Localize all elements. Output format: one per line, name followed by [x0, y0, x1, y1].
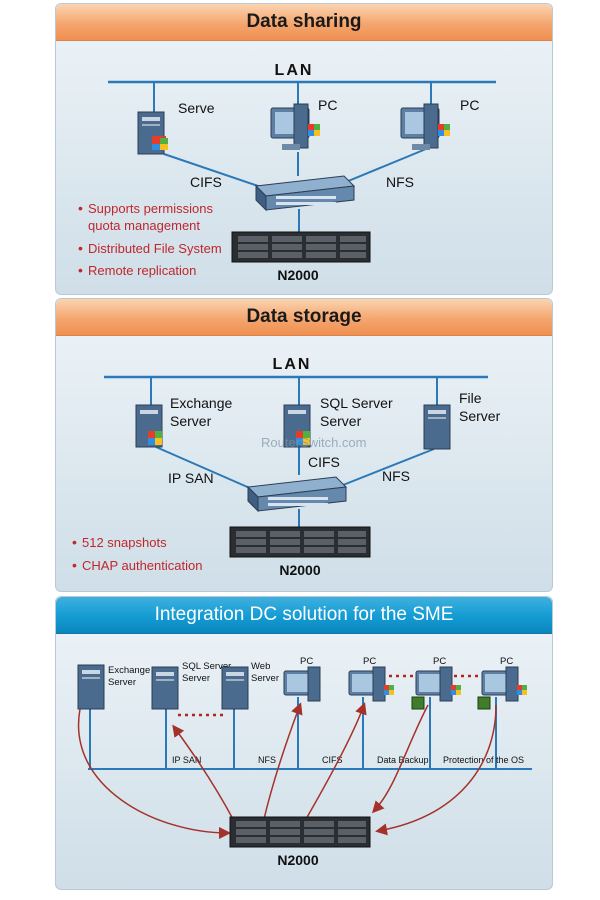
svg-text:•: • — [72, 557, 77, 573]
switch-icon — [246, 476, 348, 513]
storage-array-icon — [229, 526, 371, 558]
flow-arrow — [375, 704, 497, 836]
flow-arrow — [305, 702, 367, 820]
pc2-label: PC — [460, 97, 479, 113]
watermark: RouterSwitch.com — [261, 435, 366, 450]
svg-text:•: • — [78, 200, 83, 216]
nfs-label: NFS — [258, 755, 276, 765]
feature-item: Remote replication — [88, 263, 196, 278]
cifs-label: CIFS — [190, 174, 222, 190]
feature-item: 512 snapshots — [82, 535, 167, 550]
exchange-server-icon — [77, 664, 105, 710]
nfs-label: NFS — [382, 468, 410, 484]
feature-item: CHAP authentication — [82, 558, 202, 573]
pc-icon — [270, 103, 320, 150]
switch-icon — [254, 175, 356, 212]
pc-icon — [283, 666, 321, 702]
file-server-label: Server — [459, 408, 501, 424]
web-server-label: Server — [251, 673, 279, 684]
server-icon — [137, 111, 168, 155]
web-server-label: Web — [251, 661, 270, 672]
pc-label: PC — [300, 656, 313, 667]
integration-panel: Integration DC solution for the SME Exch… — [55, 596, 553, 890]
exchange-label: Server — [170, 413, 212, 429]
exchange-label: Exchange — [108, 665, 150, 676]
lan-label: LAN — [273, 356, 312, 373]
pc-label: PC — [433, 656, 446, 667]
ip-san-label: IP SAN — [172, 755, 201, 765]
sql-server-label: SQL Server — [182, 661, 231, 672]
pc-label: PC — [363, 656, 376, 667]
nfs-label: NFS — [386, 174, 414, 190]
pc-icon — [477, 666, 527, 710]
storage-label: N2000 — [277, 852, 318, 868]
svg-text:•: • — [72, 534, 77, 550]
data-sharing-diagram: LAN Serve — [78, 62, 496, 283]
exchange-label: Server — [108, 677, 136, 688]
web-server-icon — [221, 666, 249, 710]
feature-list: • Supports permissions quota management … — [78, 200, 222, 278]
flow-arrow — [77, 708, 231, 839]
pc1-label: PC — [318, 97, 337, 113]
sql-server-icon — [151, 666, 179, 710]
sql-server-label: SQL Server — [320, 395, 393, 411]
feature-list: • 512 snapshots • CHAP authentication — [72, 534, 202, 573]
storage-array-icon — [231, 231, 371, 263]
exchange-server-icon — [135, 404, 163, 448]
storage-label: N2000 — [279, 562, 320, 578]
pc-icon — [348, 666, 394, 702]
sql-server-label: Server — [182, 673, 210, 684]
feature-item: Distributed File System — [88, 241, 222, 256]
exchange-label: Exchange — [170, 395, 232, 411]
pc-icon — [411, 666, 461, 710]
serve-label: Serve — [178, 100, 215, 116]
data-sharing-title: Data sharing — [56, 4, 552, 41]
data-storage-diagram: LAN Exchange Server SQL Server Server — [72, 356, 501, 578]
flow-arrow — [263, 702, 303, 820]
cifs-label: CIFS — [308, 454, 340, 470]
sql-server-label: Server — [320, 413, 362, 429]
data-storage-title: Data storage — [56, 299, 552, 336]
feature-item: quota management — [88, 218, 200, 233]
ip-san-label: IP SAN — [168, 470, 214, 486]
file-server-label: File — [459, 390, 482, 406]
storage-array-icon — [229, 816, 371, 848]
data-sharing-panel: Data sharing LAN Serve — [55, 3, 553, 295]
integration-diagram: Exchange Server SQL Server Server Web Se… — [77, 656, 532, 868]
cifs-label: CIFS — [322, 755, 343, 765]
integration-title: Integration DC solution for the SME — [56, 597, 552, 634]
svg-text:•: • — [78, 240, 83, 256]
feature-item: Supports permissions — [88, 201, 213, 216]
pc-icon — [400, 103, 450, 150]
data-storage-panel: Data storage LAN Exchange Server SQ — [55, 298, 553, 592]
file-server-icon — [423, 404, 451, 450]
flow-arrow — [371, 704, 429, 814]
flow-arrow — [172, 724, 235, 822]
sql-server-icon — [283, 404, 311, 448]
lan-label: LAN — [275, 62, 314, 79]
pc-label: PC — [500, 656, 513, 667]
storage-label: N2000 — [277, 267, 318, 283]
svg-text:•: • — [78, 262, 83, 278]
